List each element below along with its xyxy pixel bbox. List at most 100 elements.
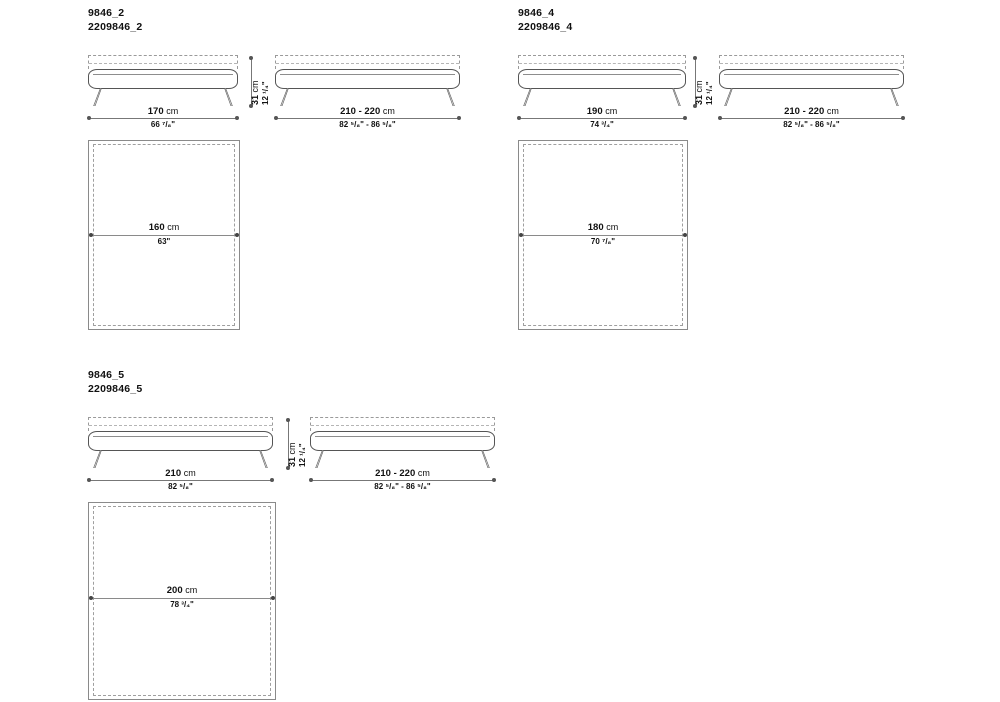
drawing-group-9846-4: 9846_4 2209846_4 190 cm 74 ³/₄" 31 cm 12…: [430, 0, 930, 350]
side-elevation-9846-4: [719, 55, 904, 107]
mattress-outline-dashed: [275, 55, 460, 69]
width-cm: 210 cm: [165, 468, 196, 479]
plan-top-rail: [89, 140, 239, 141]
width-dimension-line: [87, 116, 239, 120]
height-inch-label: 12 ¹/₄": [703, 81, 715, 105]
drawing-group-9846-2: 9846_2 2209846_2 170 cm 66 ⁷/₈" 31 cm 12…: [0, 0, 500, 350]
length-cm: 210 - 220 cm: [340, 106, 395, 117]
product-code-block: 9846_4 2209846_4: [518, 6, 572, 34]
product-code-secondary: 2209846_2: [88, 21, 143, 33]
width-in: 82 ⁵/₈": [168, 482, 193, 491]
length-dimension-line: [309, 478, 496, 482]
width-inch-label: 74 ³/₄": [518, 119, 686, 130]
plan-depth-cm: 180 cm: [587, 222, 619, 233]
front-elevation-9846-4: [518, 55, 686, 107]
bed-base-body: [310, 431, 495, 451]
length-dimension-line: [718, 116, 905, 120]
bed-base-body: [275, 69, 460, 89]
mattress-outline-dashed: [88, 55, 238, 69]
leg-right-icon: [259, 450, 268, 468]
leg-left-icon: [280, 88, 289, 106]
width-in: 66 ⁷/₈": [150, 120, 176, 129]
length-in: 82 ⁵/₈" - 86 ⁵/₈": [374, 482, 431, 491]
height-dimension-line: [249, 56, 253, 108]
leg-left-icon: [315, 450, 324, 468]
product-code-primary: 9846_5: [88, 369, 125, 381]
plan-depth-cm-label: 160 cm: [90, 222, 238, 233]
leg-left-icon: [523, 88, 532, 106]
plan-depth-dimension-line: [519, 233, 687, 237]
plan-depth-in: 63": [157, 237, 171, 246]
product-code-block: 9846_2 2209846_2: [88, 6, 142, 34]
plan-depth-cm: 160 cm: [148, 222, 180, 233]
leg-right-icon: [890, 88, 899, 106]
width-in: 74 ³/₄": [590, 120, 614, 129]
width-dimension-label: 210 cm: [88, 468, 273, 479]
side-elevation-9846-2: [275, 55, 460, 107]
height-inch-label: 12 ¹/₄": [296, 443, 308, 467]
bed-base-body: [88, 69, 238, 89]
bed-base-body: [518, 69, 686, 89]
length-in: 82 ⁵/₈" - 86 ⁵/₈": [339, 120, 396, 129]
height-inch-label: 12 ¹/₄": [259, 81, 271, 105]
plan-depth-dimension-line: [89, 233, 239, 237]
width-cm: 190 cm: [586, 106, 618, 117]
mattress-outline-dashed: [719, 55, 904, 69]
leg-left-icon: [93, 88, 102, 106]
plan-bottom-rail: [519, 329, 687, 330]
front-elevation-9846-2: [88, 55, 238, 107]
bed-base-body: [719, 69, 904, 89]
width-dimension-line: [87, 478, 274, 482]
length-inch-label: 82 ⁵/₈" - 86 ⁵/₈": [719, 119, 904, 130]
product-code-secondary: 2209846_5: [88, 383, 143, 395]
height-in: 12 ¹/₄": [261, 81, 270, 105]
length-inch-label: 82 ⁵/₈" - 86 ⁵/₈": [310, 481, 495, 492]
length-dimension-label: 210 - 220 cm: [310, 468, 495, 479]
width-dimension-label: 190 cm: [518, 106, 686, 117]
width-dimension-line: [517, 116, 687, 120]
plan-top-rail: [519, 140, 687, 141]
width-inch-label: 66 ⁷/₈": [88, 119, 238, 130]
leg-right-icon: [672, 88, 681, 106]
length-cm: 210 - 220 cm: [784, 106, 839, 117]
plan-depth-dimension-line: [89, 596, 275, 600]
width-inch-label: 82 ⁵/₈": [88, 481, 273, 492]
length-dimension-label: 210 - 220 cm: [275, 106, 460, 117]
length-in: 82 ⁵/₈" - 86 ⁵/₈": [783, 120, 840, 129]
plan-depth-inch-label: 70 ⁷/₈": [520, 236, 686, 247]
product-code-block: 9846_5 2209846_5: [88, 368, 142, 396]
plan-top-rail: [89, 502, 275, 503]
plan-depth-cm-label: 200 cm: [90, 585, 274, 596]
plan-bottom-rail: [89, 329, 239, 330]
leg-left-icon: [93, 450, 102, 468]
mattress-outline-dashed: [518, 55, 686, 69]
length-dimension-label: 210 - 220 cm: [719, 106, 904, 117]
plan-depth-cm: 200 cm: [166, 585, 198, 596]
bed-base-body: [88, 431, 273, 451]
product-code-primary: 9846_2: [88, 7, 125, 19]
leg-right-icon: [481, 450, 490, 468]
front-elevation-9846-5: [88, 417, 273, 469]
drawing-group-9846-5: 9846_5 2209846_5 210 cm 82 ⁵/₈" 31 cm 12…: [0, 362, 520, 702]
width-cm: 170 cm: [147, 106, 179, 117]
length-inch-label: 82 ⁵/₈" - 86 ⁵/₈": [275, 119, 460, 130]
length-cm: 210 - 220 cm: [375, 468, 430, 479]
leg-right-icon: [446, 88, 455, 106]
mattress-outline-dashed: [310, 417, 495, 431]
plan-depth-cm-label: 180 cm: [520, 222, 686, 233]
product-code-primary: 9846_4: [518, 7, 555, 19]
height-in: 12 ¹/₄": [298, 443, 307, 467]
leg-left-icon: [724, 88, 733, 106]
plan-depth-inch-label: 63": [90, 236, 238, 247]
plan-depth-in: 78 ³/₄": [170, 600, 194, 609]
height-dimension-line: [286, 418, 290, 470]
height-dimension-line: [693, 56, 697, 108]
mattress-outline-dashed: [88, 417, 273, 431]
plan-depth-inch-label: 78 ³/₄": [90, 599, 274, 610]
length-dimension-line: [274, 116, 461, 120]
side-elevation-9846-5: [310, 417, 495, 469]
plan-inner-dashed-outline: [93, 506, 271, 696]
height-in: 12 ¹/₄": [705, 81, 714, 105]
product-code-secondary: 2209846_4: [518, 21, 573, 33]
